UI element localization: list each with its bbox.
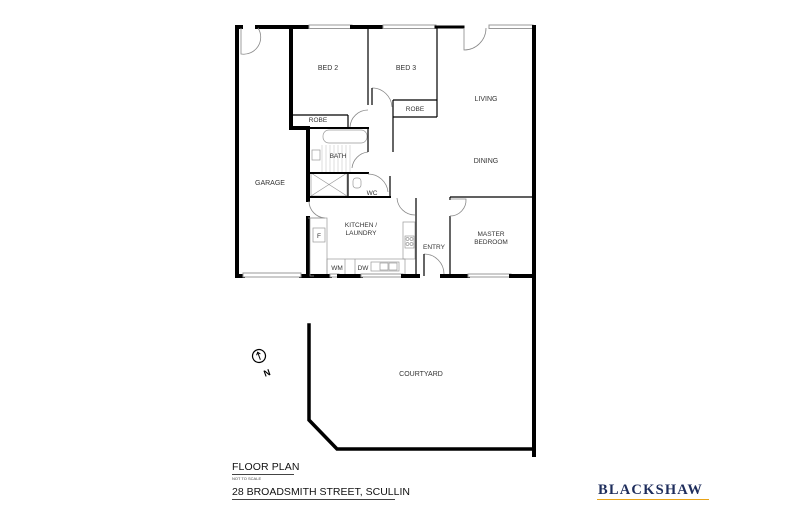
- label-living: LIVING: [475, 96, 498, 103]
- address-underline: [232, 499, 395, 500]
- label-entry: ENTRY: [423, 244, 446, 251]
- garage-walls: [235, 25, 318, 278]
- title-underline: [232, 474, 294, 475]
- label-wm: WM: [331, 265, 343, 272]
- property-address: 28 BROADSMITH STREET, SCULLIN: [232, 486, 410, 498]
- brand-underline: [597, 499, 709, 500]
- label-wc: WC: [367, 190, 378, 197]
- north-label: N: [262, 367, 272, 379]
- label-fridge: F: [317, 233, 321, 240]
- label-bed3: BED 3: [396, 65, 416, 72]
- brand-logo: BLACKSHAW: [598, 482, 704, 498]
- label-bath: BATH: [330, 153, 347, 160]
- label-dw: DW: [358, 265, 370, 272]
- scale-note: NOT TO SCALE: [232, 476, 262, 481]
- label-robe-bed2: ROBE: [309, 117, 328, 124]
- label-master: MASTER: [477, 231, 504, 238]
- floor-plan-title: FLOOR PLAN: [232, 461, 300, 473]
- north-arrow-icon: [251, 348, 267, 364]
- label-bed2: BED 2: [318, 65, 338, 72]
- label-dining: DINING: [474, 158, 499, 165]
- label-bedroom: BEDROOM: [474, 239, 508, 246]
- label-courtyard: COURTYARD: [399, 371, 443, 378]
- label-kitchen: KITCHEN /: [345, 222, 377, 229]
- label-garage: GARAGE: [255, 180, 285, 187]
- wc-fixtures: [347, 172, 391, 197]
- label-robe-bed3: ROBE: [406, 106, 425, 113]
- label-laundry: LAUNDRY: [346, 230, 378, 237]
- bath-fixtures: [308, 128, 391, 198]
